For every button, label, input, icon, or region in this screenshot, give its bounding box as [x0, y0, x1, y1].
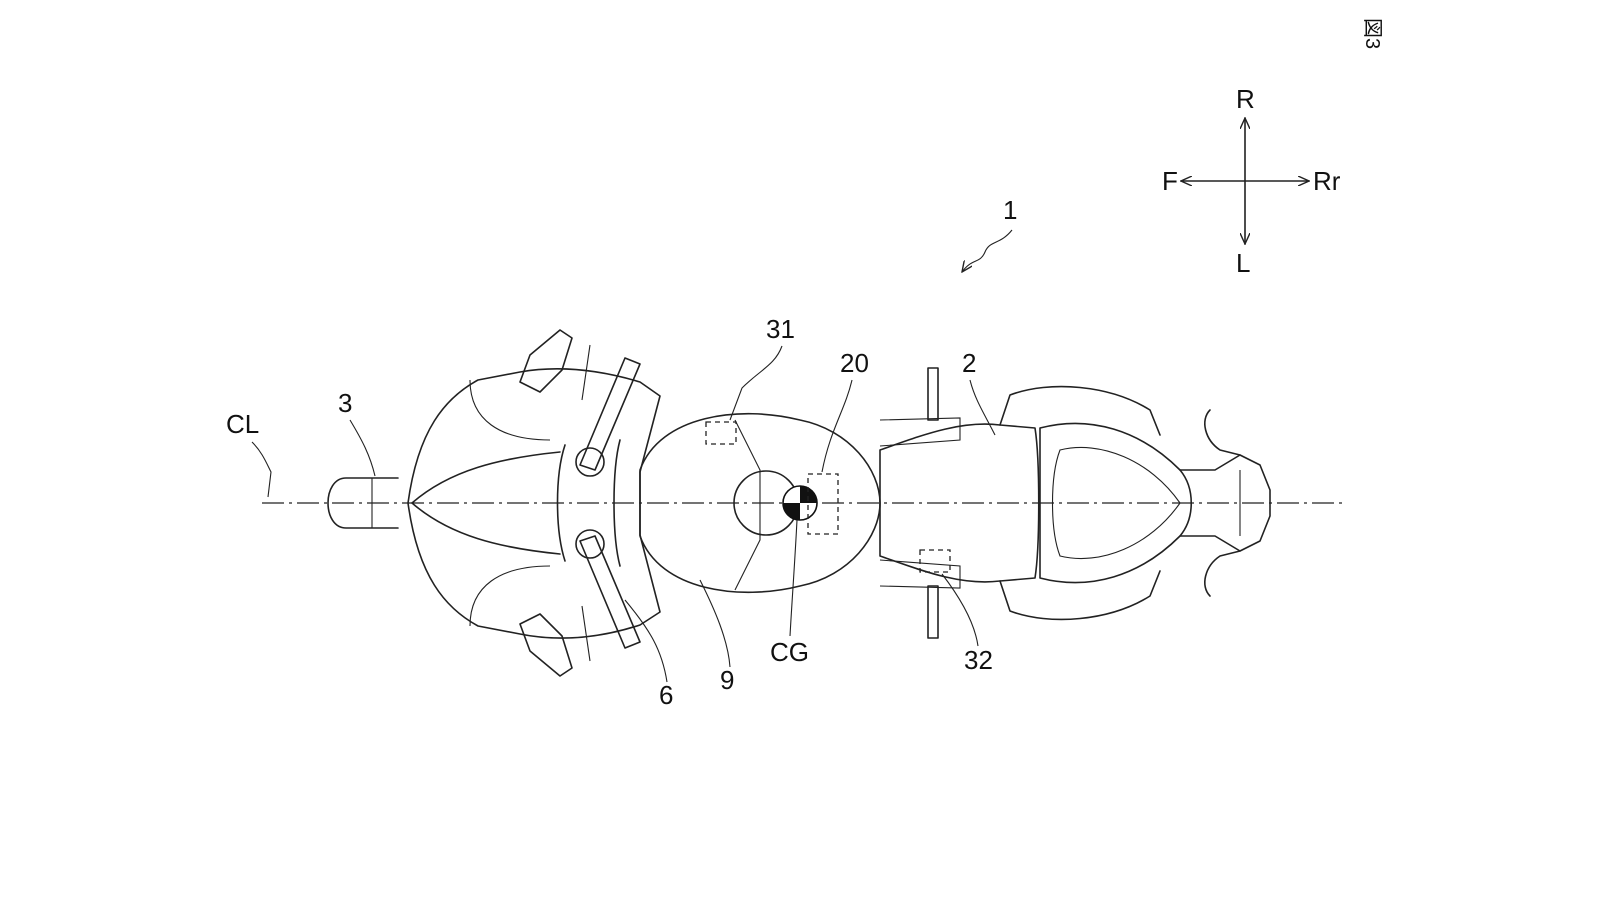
arrow-label-l: L: [1236, 248, 1250, 278]
figure-number: 図3: [1361, 18, 1383, 49]
arrow-label-r: R: [1236, 84, 1255, 114]
label-20: 20: [840, 348, 869, 378]
label-cl: CL: [226, 409, 259, 439]
label-31: 31: [766, 314, 795, 344]
center-of-gravity-symbol: [782, 485, 818, 521]
motorcycle-top-view: [327, 329, 1271, 677]
arrow-label-f: F: [1162, 166, 1178, 196]
label-1-group: 1: [962, 195, 1017, 272]
label-1: 1: [1003, 195, 1017, 225]
label-6: 6: [659, 680, 673, 710]
sensor-box-31: [705, 421, 737, 445]
sensor-box-32: [919, 549, 951, 573]
label-cg: CG: [770, 637, 809, 667]
label-2: 2: [962, 348, 976, 378]
label-32: 32: [964, 645, 993, 675]
arrow-label-rr: Rr: [1313, 166, 1341, 196]
label-3: 3: [338, 388, 352, 418]
label-9: 9: [720, 665, 734, 695]
reference-labels: 3 31 20 2 6 9 CG 32: [338, 314, 996, 710]
direction-indicator: R F Rr L: [1162, 84, 1341, 278]
